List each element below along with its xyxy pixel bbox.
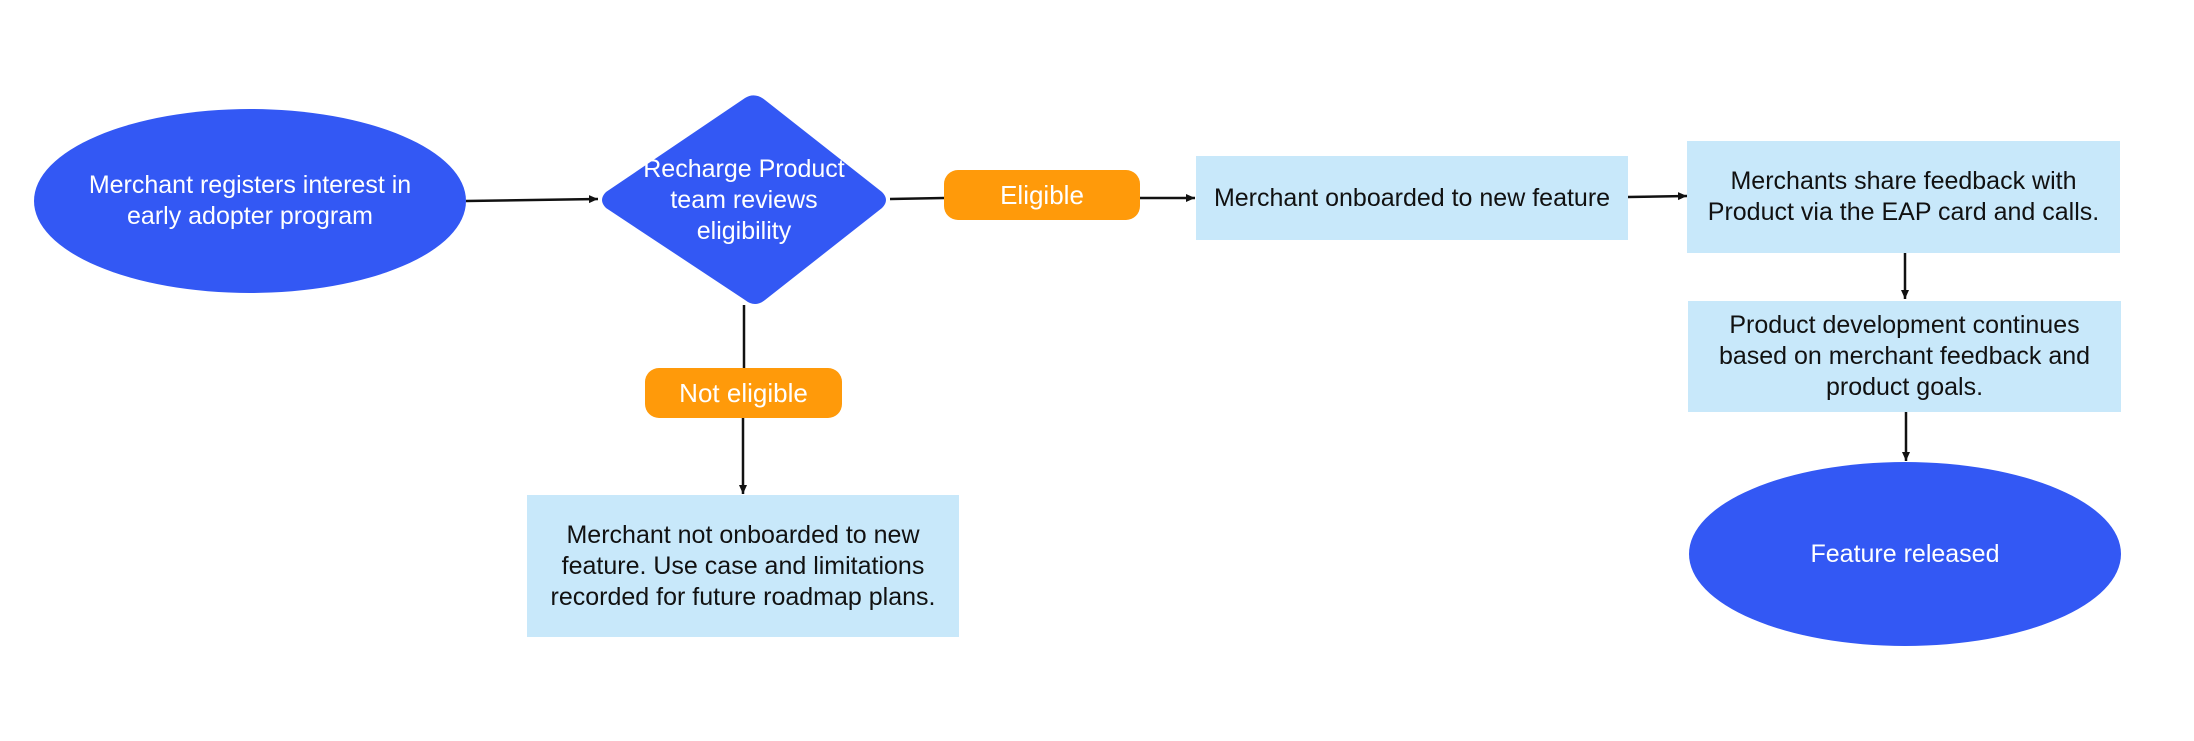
development-node-label: Product development continues based on m… — [1718, 311, 2091, 401]
start-node-label: Merchant registers interest in early ado… — [88, 171, 412, 230]
onboarded-node-label: Merchant onboarded to new feature — [1213, 183, 1611, 212]
edge-decision-to-eligible-label — [889, 196, 945, 201]
not-onboarded-node-label: Merchant not onboarded to new feature. U… — [550, 520, 936, 611]
feedback-node-label: Merchants share feedback with Product vi… — [1707, 167, 2100, 226]
eligible-label-text: Eligible — [1000, 179, 1084, 210]
not-onboarded-node: Merchant not onboarded to new feature. U… — [527, 495, 959, 637]
decision-node-label: Recharge Product team reviews eligibilit… — [643, 154, 845, 245]
released-node-label: Feature released — [1810, 539, 2000, 568]
decision-node: Recharge Product team reviews eligibilit… — [628, 130, 860, 270]
start-node: Merchant registers interest in early ado… — [34, 109, 466, 293]
not-eligible-label-text: Not eligible — [679, 377, 808, 408]
development-node: Product development continues based on m… — [1688, 301, 2121, 412]
decision-diamond — [602, 95, 886, 304]
edge-onboarded-to-feedback — [1627, 192, 1688, 201]
edge-start-to-decision — [465, 195, 599, 204]
eligible-label: Eligible — [944, 170, 1140, 220]
not-eligible-label: Not eligible — [645, 368, 842, 418]
released-node: Feature released — [1689, 462, 2121, 646]
feedback-node: Merchants share feedback with Product vi… — [1687, 141, 2120, 253]
onboarded-node: Merchant onboarded to new feature — [1196, 156, 1628, 240]
